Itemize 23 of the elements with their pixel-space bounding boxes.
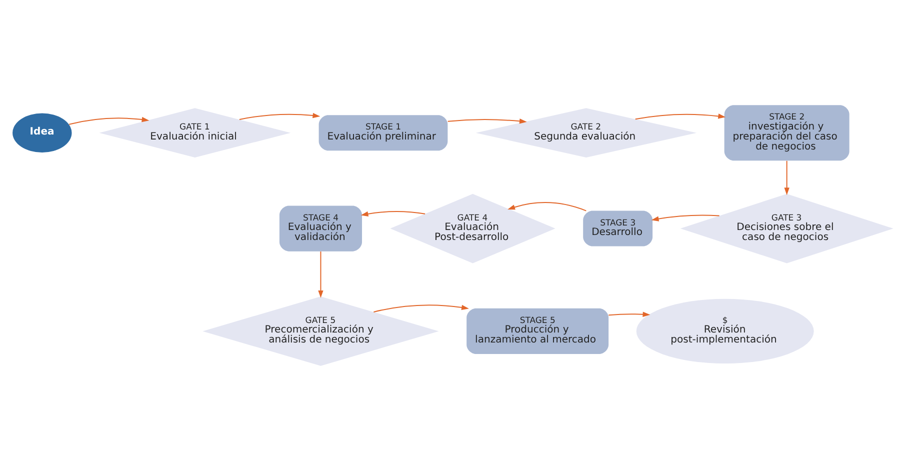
arrow [68, 116, 150, 124]
arrow [239, 112, 320, 120]
arrow [360, 210, 426, 216]
node-ellipse: $ Revisión post-implementación [636, 298, 814, 364]
node-box: STAGE 2 investigación y preparación del caso de negocios [724, 104, 850, 160]
node-diamond: GATE 3 Decisiones sobre el caso de negocios [680, 193, 894, 263]
node-box: STAGE 3 Desarrollo [583, 210, 653, 246]
node-diamond: GATE 5 Precomercialización y análisis de negocios [202, 296, 439, 366]
node-diamond: GATE 2 Segunda evaluación [476, 108, 697, 158]
node-ellipse: Idea [12, 112, 72, 152]
arrow [318, 251, 324, 298]
arrow [508, 202, 586, 211]
node-box: STAGE 1 Evaluación preliminar [318, 114, 448, 150]
arrow [635, 113, 726, 120]
arrow [608, 311, 650, 316]
node-diamond: GATE 1 Evaluación inicial [99, 108, 291, 158]
arrow [651, 214, 720, 221]
node-diamond: GATE 4 Evaluación Post-desarrollo [390, 193, 556, 263]
node-box: STAGE 5 Producción y lanzamiento al mercado [466, 308, 609, 354]
arrow [784, 160, 790, 195]
arrow [374, 304, 469, 312]
arrow [448, 118, 527, 124]
node-box: STAGE 4 Evaluación y validación [279, 205, 362, 251]
